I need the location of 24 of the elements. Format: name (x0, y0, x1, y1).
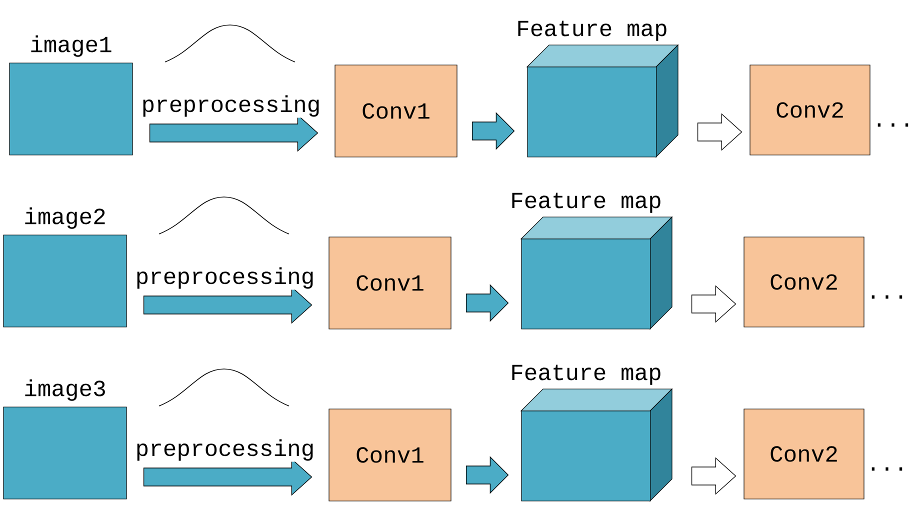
edge-label: preprocessing (140, 94, 322, 118)
block-arrow (472, 112, 515, 150)
block-arrow (466, 456, 509, 494)
conv-box: Conv2 (750, 64, 870, 156)
conv-box: Conv1 (334, 64, 458, 158)
block-arrow (691, 457, 736, 495)
conv-box: Conv2 (744, 236, 864, 328)
node-label: Feature map (512, 364, 660, 385)
block-arrow (697, 113, 742, 151)
edge-label: preprocessing (134, 266, 316, 290)
node-label: Feature map (518, 20, 666, 41)
node-label: image2 (25, 207, 105, 229)
edge-label: preprocessing (134, 438, 316, 462)
node-label: image3 (25, 379, 105, 401)
conv-box: Conv1 (328, 236, 452, 330)
image-box: image2 (3, 207, 127, 328)
image-box: image3 (3, 379, 127, 500)
block-arrow (466, 284, 509, 322)
image-box: image1 (9, 35, 133, 156)
node-label: Feature map (512, 192, 660, 213)
conv-box: Conv1 (328, 408, 452, 502)
block-arrow (691, 285, 736, 323)
conv-box: Conv2 (744, 408, 864, 500)
node-label: image1 (31, 35, 112, 57)
